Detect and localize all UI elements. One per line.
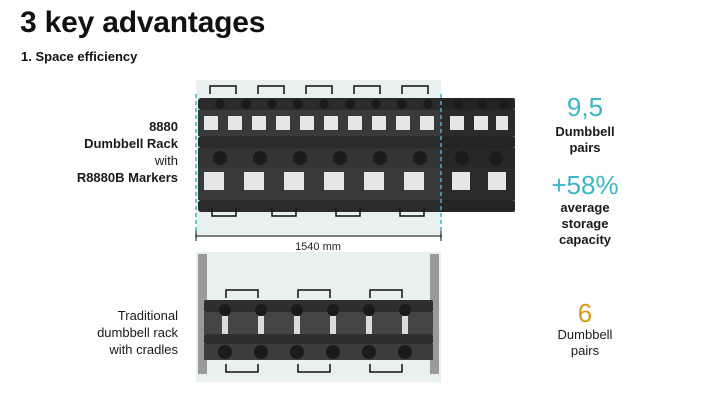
bottom-stat-text: Dumbbell pairs <box>535 327 635 359</box>
section-subtitle: 1. Space efficiency <box>21 49 138 64</box>
top-rack-label-line1: 8880 <box>149 119 178 134</box>
bottom-rack-label-line2: dumbbell rack <box>97 325 178 340</box>
bottom-stat-value: 6 <box>577 298 593 328</box>
cradle-dumbbells <box>218 304 412 359</box>
top-stat2-line1: average <box>560 200 610 215</box>
top-rack-label-line3: with <box>154 153 178 168</box>
top-stat2-line2: storage <box>561 216 609 231</box>
top-stat2-text: average storage capacity <box>535 200 635 248</box>
top-stat1-value: 9,5 <box>566 92 604 122</box>
measure-line <box>195 231 442 241</box>
upper-dumbbell-handles <box>204 116 508 130</box>
bottom-rack-illustration <box>196 252 441 382</box>
bottom-stat-line2: pairs <box>570 343 600 358</box>
cradle-brackets-bottom <box>225 364 403 373</box>
page-title: 3 key advantages <box>20 6 266 39</box>
measure-label: 1540 mm <box>295 241 341 253</box>
top-marker-brackets <box>209 85 429 94</box>
bottom-marker-brackets <box>211 208 425 217</box>
bottom-rack-label-line3: with cradles <box>109 342 178 357</box>
top-stat2-line3: capacity <box>558 232 612 247</box>
top-rack-label: 8880 Dumbbell Rack with R8880B Markers <box>77 118 178 186</box>
top-stat1-line1: Dumbbell <box>555 124 615 139</box>
rack-side-posts <box>198 254 439 374</box>
top-rack-label-line2: Dumbbell Rack <box>84 136 178 151</box>
top-rack-illustration <box>195 80 515 241</box>
bottom-rack-label: Traditional dumbbell rack with cradles <box>97 307 178 358</box>
cradle-brackets-top <box>225 289 403 298</box>
lower-dumbbell-handles <box>204 172 506 190</box>
top-stat1-text: Dumbbell pairs <box>535 124 635 156</box>
dumbbell-heads <box>213 99 509 165</box>
top-stat1-line2: pairs <box>569 140 601 155</box>
bottom-stat-line1: Dumbbell <box>557 327 613 342</box>
top-stat2-value: +58% <box>551 170 619 200</box>
top-rack-label-line4: R8880B Markers <box>76 170 178 185</box>
bottom-rack-label-line1: Traditional <box>117 308 178 323</box>
width-boundaries <box>195 94 442 238</box>
